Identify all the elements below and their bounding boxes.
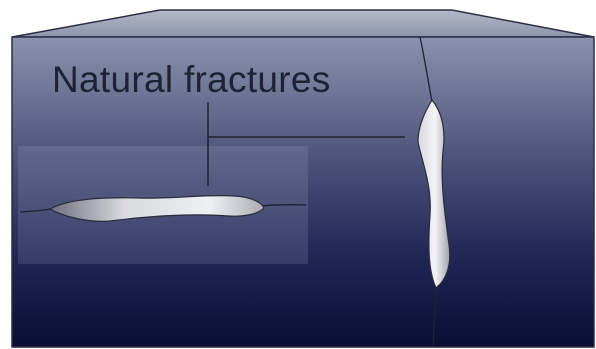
block-top-face bbox=[12, 10, 594, 37]
natural-fractures-label: Natural fractures bbox=[52, 59, 331, 100]
